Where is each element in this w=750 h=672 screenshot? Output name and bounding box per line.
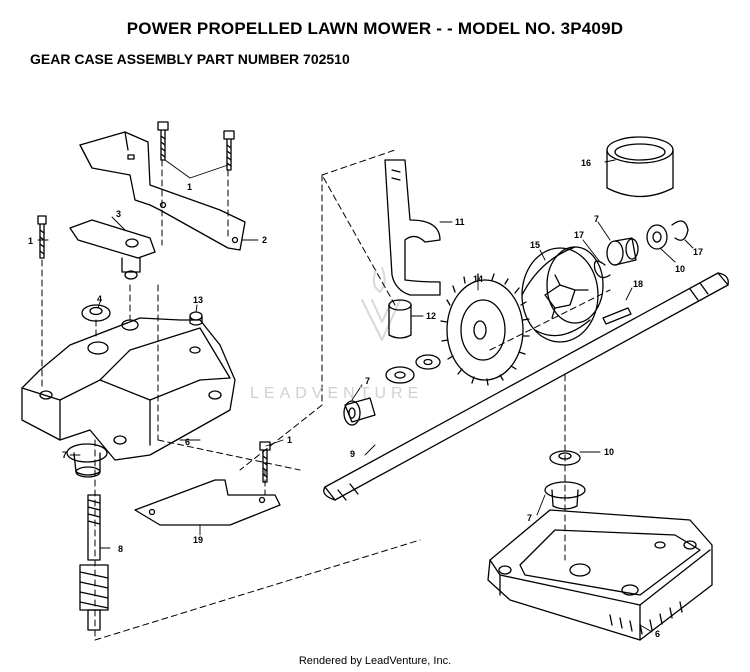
- callout-plug-13: 13: [193, 295, 203, 305]
- part-bushing-12: [388, 299, 412, 339]
- part-bracket-2: [79, 131, 246, 251]
- diagram-title: POWER PROPELLED LAWN MOWER - - MODEL NO.…: [126, 19, 624, 38]
- callout-bolt-1-left: 1: [28, 236, 33, 246]
- leader-lines: [37, 159, 694, 633]
- callout-retaining-ring-17-left: 17: [574, 230, 584, 240]
- part-gear-14: [440, 273, 530, 386]
- callout-bolt-1-bottom: 1: [287, 435, 292, 445]
- callout-key-18: 18: [633, 279, 643, 289]
- callout-flange-bearing-7-bottom: 7: [527, 513, 532, 523]
- part-flange-bearing-7-right: [606, 224, 668, 266]
- part-plug-13: [189, 311, 203, 326]
- callout-bolt-1-top: 1: [187, 182, 192, 192]
- part-flange-bearing-7-bottom: [544, 481, 586, 510]
- callout-plate-19: 19: [193, 535, 203, 545]
- part-gear-case-upper-6: [21, 317, 236, 461]
- callout-flange-bearing-7-left: 7: [62, 450, 67, 460]
- part-plate-19: [134, 479, 281, 526]
- callout-retaining-ring-17-right: 17: [693, 247, 703, 257]
- part-worm-shaft-8: [79, 494, 109, 631]
- watermark-text: LEADVENTURE: [250, 385, 423, 402]
- part-gear-case-lower-6: [487, 509, 713, 641]
- part-sleeve-16: [606, 136, 674, 198]
- part-washers-shaft: [385, 354, 441, 384]
- callout-axle-shaft-9: 9: [350, 449, 355, 459]
- part-washer-4: [81, 304, 111, 322]
- callout-flange-bearing-7-mid: 7: [365, 376, 370, 386]
- callout-labels: 1 1 1 2 3 4 13 6 7 8 19 11 12 14 15 16 1…: [28, 158, 703, 639]
- callout-bracket-2: 2: [262, 235, 267, 245]
- callout-worm-shaft-8: 8: [118, 544, 123, 554]
- part-flange-bearing-7-mid: [343, 397, 376, 426]
- footer-credit: Rendered by LeadVenture, Inc.: [298, 655, 452, 667]
- part-key-18: [602, 307, 632, 325]
- callout-lever-3: 3: [116, 209, 121, 219]
- callout-upper-housing-6: 6: [185, 437, 190, 447]
- part-clutch-15: [521, 246, 604, 343]
- callout-flange-bearing-7-right: 7: [594, 214, 599, 224]
- callout-washer-10-bottom: 10: [604, 447, 614, 457]
- callout-washer-4: 4: [97, 294, 102, 304]
- part-retaining-ring-17: [593, 220, 689, 279]
- part-washer-10-bottom: [549, 450, 581, 466]
- callout-sleeve-16: 16: [581, 158, 591, 168]
- part-lever-3: [69, 219, 156, 280]
- part-axle-shaft-9: [323, 272, 729, 501]
- callout-shift-fork-11: 11: [455, 217, 465, 227]
- callout-washer-10-right: 10: [675, 264, 685, 274]
- part-shift-fork-11: [384, 159, 441, 296]
- part-flange-bearing-7-left: [66, 443, 108, 478]
- callout-gear-14: 14: [473, 274, 483, 284]
- callout-lower-housing-6: 6: [655, 629, 660, 639]
- callout-bushing-12: 12: [426, 311, 436, 321]
- diagram-subtitle: GEAR CASE ASSEMBLY PART NUMBER 702510: [30, 51, 350, 67]
- callout-clutch-15: 15: [530, 240, 540, 250]
- part-bolt-1: [37, 121, 271, 483]
